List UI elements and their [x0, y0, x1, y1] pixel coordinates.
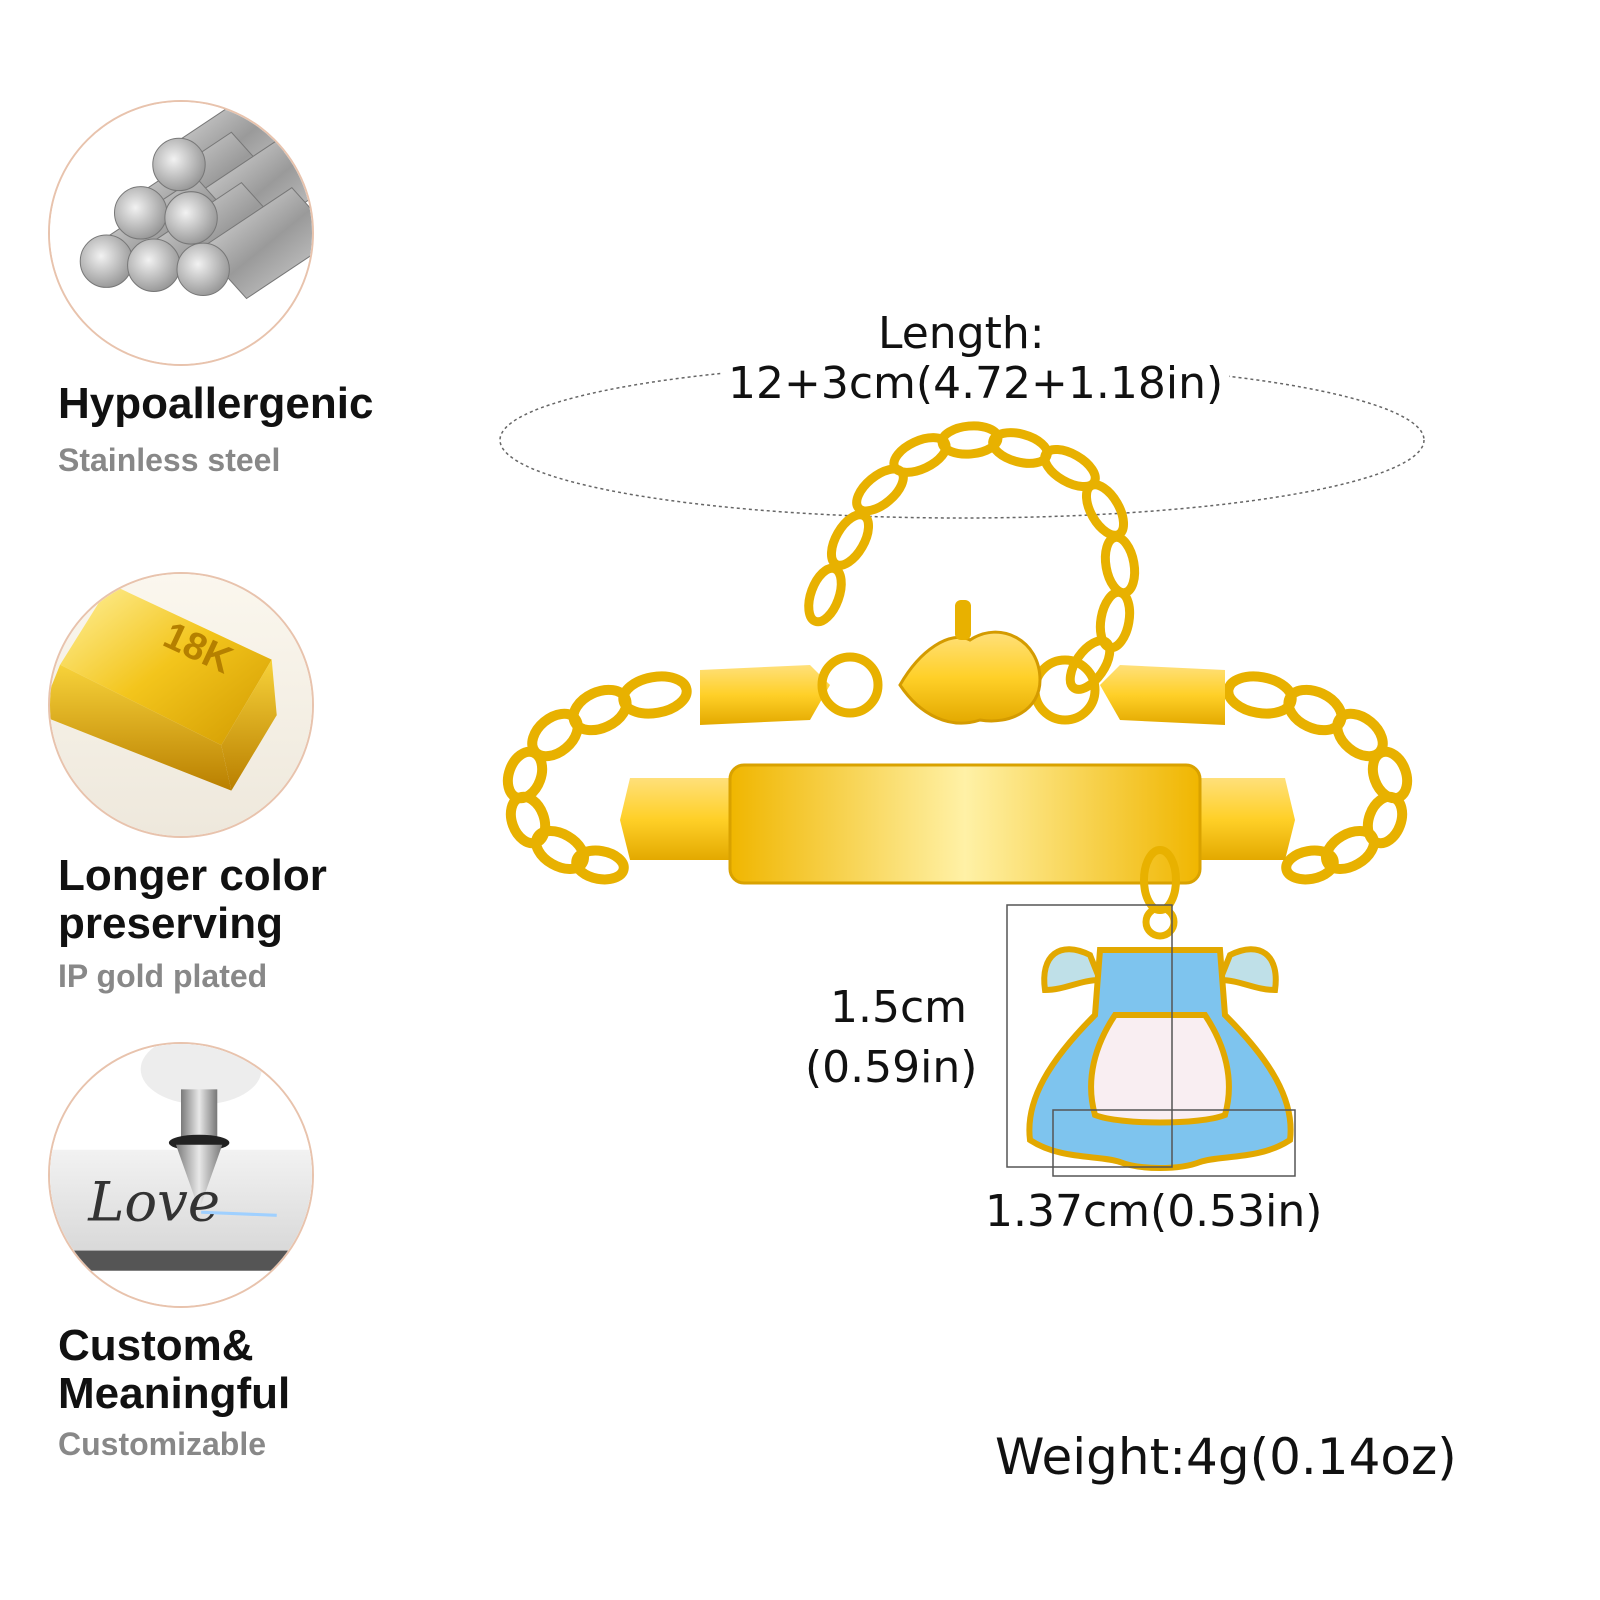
- weight: Weight:4g(0.14oz): [995, 1428, 1457, 1486]
- feature-subtitle-customizable: Customizable: [58, 1426, 267, 1462]
- charm-width: 1.37cm(0.53in): [985, 1186, 1323, 1237]
- charm-height-in: (0.59in): [805, 1042, 978, 1093]
- dress-charm: [1026, 946, 1294, 1171]
- bracelet-chain-left: [502, 671, 692, 885]
- charm-height-cm: 1.5cm: [830, 982, 968, 1033]
- engraving-text: Love: [87, 1169, 220, 1233]
- feature-title-longer-color: Longer color preserving: [58, 851, 327, 948]
- gold-bar-icon: 18K: [48, 572, 314, 838]
- bracelet-illustration: [499, 361, 1425, 1177]
- feature-title-custom: Custom& Meaningful: [58, 1321, 291, 1418]
- end-cap-right: [1100, 665, 1225, 725]
- feature-subtitle-stainless-steel: Stainless steel: [58, 442, 281, 478]
- feature-subtitle-ip-gold: IP gold plated: [58, 958, 268, 994]
- length-label: Length:: [878, 308, 1045, 359]
- extender-chain: [804, 421, 1140, 694]
- length-ellipse: [499, 361, 1425, 519]
- charm-width-box: [1052, 1109, 1296, 1177]
- steel-rods-icon: [48, 100, 314, 366]
- engraving-icon: Love: [48, 1042, 314, 1308]
- length-value: 12+3cm(4.72+1.18in): [722, 358, 1230, 409]
- feature-title-hypoallergenic: Hypoallergenic: [58, 379, 374, 428]
- id-plate: [728, 763, 1202, 885]
- end-cap-left: [700, 665, 830, 725]
- bracelet-chain-right: [1223, 671, 1413, 885]
- lobster-clasp: [898, 630, 1042, 725]
- charm-height-box: [1006, 904, 1173, 1168]
